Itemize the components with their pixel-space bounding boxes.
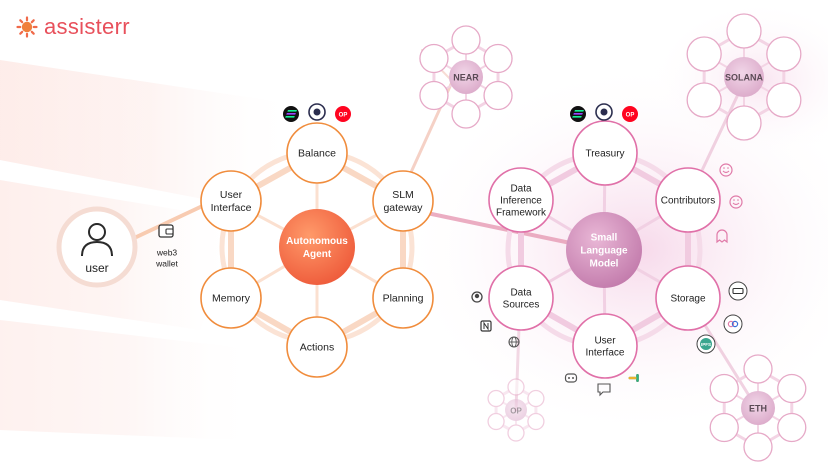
discord-icon xyxy=(564,373,578,383)
slack-icon xyxy=(628,374,639,382)
network-node xyxy=(507,424,525,442)
slm-node-label-treasury: Treasury xyxy=(585,149,624,160)
network-cluster-eth: ETH xyxy=(709,354,807,462)
slm-node-contributors xyxy=(655,167,721,233)
network-node xyxy=(686,82,722,118)
op-icon-text: OP xyxy=(626,113,635,119)
brand-logo: assisterr xyxy=(16,16,130,38)
network-center-near xyxy=(449,60,483,94)
small-language-model-center xyxy=(566,212,642,288)
network-node xyxy=(743,354,773,384)
network-label-near: NEAR xyxy=(453,73,479,83)
storage-drive-icon xyxy=(728,281,748,301)
chat-icon xyxy=(597,383,611,397)
network-cluster-op: OP xyxy=(487,378,545,442)
globe-icon xyxy=(508,336,520,348)
network-node xyxy=(487,412,505,431)
network-cluster-near: NEAR xyxy=(419,25,513,129)
agent-node-actions xyxy=(286,316,348,378)
op-icon: OP xyxy=(335,106,351,122)
chain-icon xyxy=(308,103,326,121)
network-node xyxy=(766,36,802,72)
network-node xyxy=(709,373,739,404)
user-circle xyxy=(56,206,138,288)
ghost-icon xyxy=(716,229,728,244)
network-node xyxy=(743,432,773,462)
network-node xyxy=(451,25,481,55)
user-head-icon xyxy=(88,223,106,241)
network-node xyxy=(507,378,525,396)
network-node xyxy=(487,389,505,408)
network-node xyxy=(419,80,449,111)
network-label-solana: SOLANA xyxy=(725,73,764,83)
network-node xyxy=(777,373,807,404)
slm-node-user-interface xyxy=(572,313,638,379)
slm-node-data-inference-framework xyxy=(488,167,554,233)
network-center-eth xyxy=(741,391,775,425)
ipfs-icon-text: IPFS xyxy=(701,342,711,347)
network-node xyxy=(483,80,513,111)
op-icon: OP xyxy=(622,106,638,122)
agent-node-label-memory: Memory xyxy=(212,293,251,305)
slm-node-label-contributors: Contributors xyxy=(661,196,715,207)
smile-icon xyxy=(729,195,743,209)
side-icons: OP OP IPFS xyxy=(283,103,748,397)
network-label-op: OP xyxy=(510,407,522,416)
user-node: user xyxy=(56,206,138,288)
network-node xyxy=(527,389,545,408)
agent-node-label-planning: Planning xyxy=(383,293,424,305)
network-center-op xyxy=(505,399,527,421)
user-label: user xyxy=(85,261,108,275)
network-node xyxy=(527,412,545,431)
slm-node-data-sources xyxy=(488,265,554,331)
network-center-solana xyxy=(724,57,764,97)
agent-node-balance xyxy=(286,122,348,184)
brand-name: assisterr xyxy=(44,14,130,39)
arweave-icon xyxy=(723,314,743,334)
agent-node-planning xyxy=(372,267,434,329)
network-node xyxy=(726,105,762,141)
network-node xyxy=(686,36,722,72)
agent-node-label-actions: Actions xyxy=(300,342,334,354)
slm-node-treasury xyxy=(572,120,638,186)
agent-node-label-balance: Balance xyxy=(298,148,336,160)
agent-node-user-interface xyxy=(200,170,262,232)
autonomous-agent-center xyxy=(279,209,355,285)
user-body-icon xyxy=(81,240,113,257)
chain-icon xyxy=(595,103,613,121)
network-node xyxy=(777,412,807,443)
notion-icon xyxy=(480,320,492,332)
network-node xyxy=(419,43,449,74)
network-label-eth: ETH xyxy=(749,404,767,414)
slm-node-storage xyxy=(655,265,721,331)
smile-icon xyxy=(719,163,733,177)
op-icon-text: OP xyxy=(339,113,348,119)
agent-node-slm-gateway xyxy=(372,170,434,232)
network-node xyxy=(766,82,802,118)
network-node xyxy=(483,43,513,74)
network-node xyxy=(726,13,762,49)
solana-icon xyxy=(570,106,586,122)
agent-node-memory xyxy=(200,267,262,329)
github-icon xyxy=(471,291,483,303)
network-node xyxy=(709,412,739,443)
ipfs-icon: IPFS xyxy=(696,334,716,354)
network-cluster-solana: SOLANA xyxy=(686,13,802,141)
solana-icon xyxy=(283,106,299,122)
network-node xyxy=(451,99,481,129)
sun-logo-icon xyxy=(16,16,38,38)
slm-node-label-storage: Storage xyxy=(670,294,705,305)
